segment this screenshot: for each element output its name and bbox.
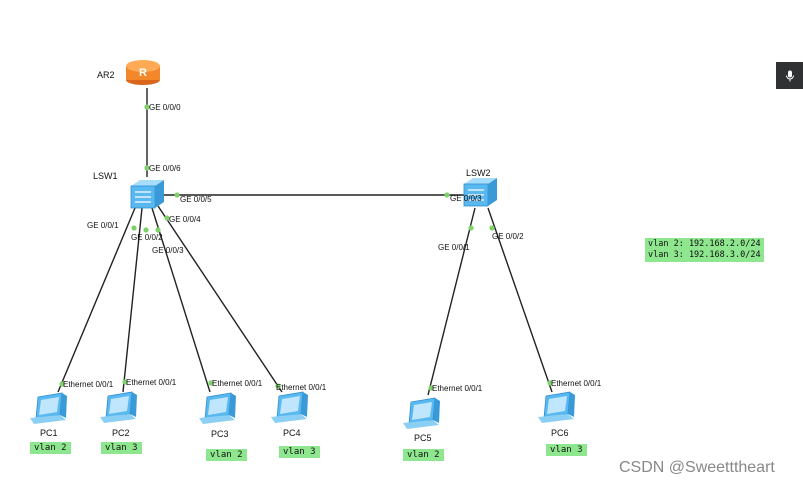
pc6-name: PC6	[551, 428, 569, 438]
pc4-icon[interactable]	[271, 391, 308, 423]
router-glyph: R	[139, 67, 147, 79]
port-dot	[155, 227, 161, 233]
port-labels: GE 0/0/0 GE 0/0/6 GE 0/0/5 GE 0/0/4 GE 0…	[63, 103, 602, 393]
port-label: GE 0/0/1	[438, 243, 470, 252]
pc6-icon[interactable]	[538, 391, 575, 423]
watermark: CSDN @Sweetttheart	[619, 459, 775, 476]
subnet-note: vlan 2: 192.168.2.0/24 vlan 3: 192.168.3…	[645, 238, 764, 262]
port-label: Ethernet 0/0/1	[276, 383, 327, 392]
subnet-note-line: vlan 3: 192.168.3.0/24	[648, 250, 761, 260]
microphone-button[interactable]	[776, 62, 803, 89]
switch-lsw2-icon[interactable]	[463, 178, 497, 207]
port-label: GE 0/0/1	[87, 221, 119, 230]
port-label: Ethernet 0/0/1	[551, 379, 602, 388]
links	[57, 88, 553, 396]
port-dot	[208, 380, 214, 386]
port-label: GE 0/0/2	[492, 232, 524, 241]
pc5-icon[interactable]	[403, 397, 440, 429]
port-label: Ethernet 0/0/1	[126, 378, 177, 387]
pc2-vlan-tag: vlan 3	[101, 442, 142, 454]
router-icon[interactable]: R	[126, 60, 160, 85]
pc4-vlan-tag: vlan 3	[279, 446, 320, 458]
link-lsw1-pc2[interactable]	[122, 207, 143, 393]
port-label: GE 0/0/0	[149, 103, 181, 112]
subnet-note-line: vlan 2: 192.168.2.0/24	[648, 239, 761, 249]
port-dot	[131, 225, 137, 231]
switch-lsw1-name: LSW1	[93, 171, 118, 181]
link-lsw1-pc1[interactable]	[57, 207, 136, 393]
pc5-name: PC5	[414, 433, 432, 443]
port-label: GE 0/0/3	[152, 246, 184, 255]
pc4-name: PC4	[283, 428, 301, 438]
port-label: GE 0/0/4	[169, 215, 201, 224]
link-lsw2-pc6[interactable]	[487, 207, 553, 393]
switch-lsw2-name: LSW2	[466, 168, 491, 178]
pc3-name: PC3	[211, 429, 229, 439]
pc2-name: PC2	[112, 428, 130, 438]
port-dots	[59, 104, 553, 391]
pc1-vlan-tag: vlan 2	[30, 442, 71, 454]
port-dot	[144, 165, 150, 171]
link-lsw2-pc5[interactable]	[427, 207, 476, 396]
pc-icons	[30, 391, 575, 429]
port-label: GE 0/0/5	[180, 195, 212, 204]
port-dot	[144, 104, 150, 110]
pc-names: PC1 PC2 PC3 PC4 PC5 PC6	[40, 428, 569, 443]
port-label: GE 0/0/2	[131, 233, 163, 242]
port-dot	[122, 379, 128, 385]
pc2-icon[interactable]	[100, 391, 137, 423]
pc5-vlan-tag: vlan 2	[403, 449, 444, 461]
port-label: Ethernet 0/0/1	[432, 384, 483, 393]
port-dot	[174, 192, 180, 198]
link-lsw1-pc4[interactable]	[157, 205, 283, 393]
link-lsw1-pc3[interactable]	[151, 207, 211, 393]
port-dot	[547, 380, 553, 386]
port-label: GE 0/0/3	[450, 194, 482, 203]
port-dot	[489, 225, 495, 231]
port-dot	[468, 225, 474, 231]
switch-lsw1-icon[interactable]	[130, 180, 164, 209]
port-label: Ethernet 0/0/1	[63, 380, 114, 389]
microphone-icon	[785, 70, 794, 81]
pc3-vlan-tag: vlan 2	[206, 449, 247, 461]
port-dot	[164, 215, 170, 221]
port-dot	[428, 385, 434, 391]
pc3-icon[interactable]	[199, 392, 236, 424]
router-name: AR2	[97, 70, 115, 80]
port-dot	[444, 192, 450, 198]
port-dot	[143, 227, 149, 233]
pc1-name: PC1	[40, 428, 58, 438]
port-label: GE 0/0/6	[149, 164, 181, 173]
port-dot	[275, 383, 281, 389]
pc6-vlan-tag: vlan 3	[546, 444, 587, 456]
port-dot	[59, 381, 65, 387]
port-label: Ethernet 0/0/1	[212, 379, 263, 388]
pc1-icon[interactable]	[30, 392, 67, 424]
